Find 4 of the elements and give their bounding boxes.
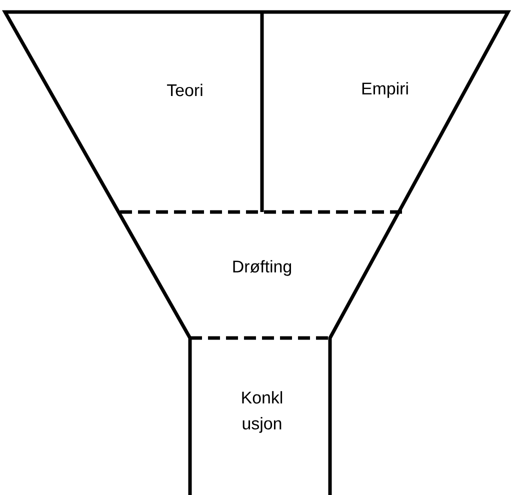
funnel-section-label: Teori [167, 84, 202, 96]
funnel-section-label: Empiri [362, 82, 408, 98]
funnel-section-label: Konkl usjon [242, 391, 282, 433]
funnel-section-label: Drøfting [233, 260, 292, 276]
